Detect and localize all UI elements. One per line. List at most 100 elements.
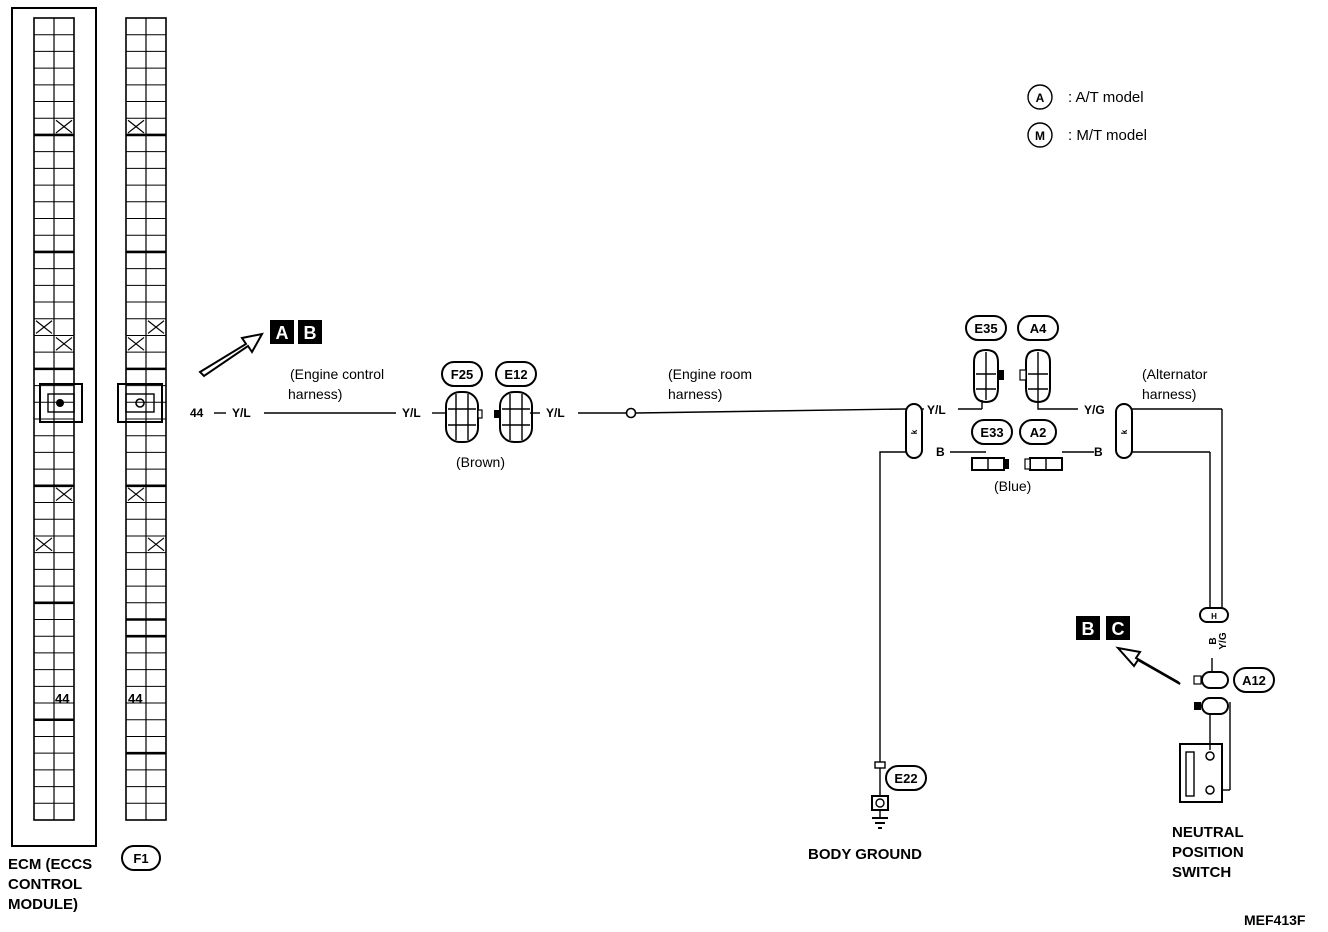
wire-b-ground — [879, 451, 906, 762]
neutral-switch-label-1: NEUTRAL — [1172, 824, 1244, 841]
wire-splice-point — [625, 407, 637, 419]
ecm-unused-pin-mark — [35, 320, 53, 334]
a12-plug-bottom — [1201, 697, 1229, 715]
ecm-unused-pin-mark — [35, 537, 53, 552]
a4-label: A4 — [1030, 321, 1047, 336]
f1-pin-44-label: 44 — [128, 691, 143, 706]
connector-e33-a2: E33 A2 (Blue) — [971, 419, 1094, 494]
body-ground-label: BODY GROUND — [808, 846, 922, 863]
ecm-pin-grid — [33, 17, 75, 821]
wire-yl-label-3: Y/L — [546, 406, 565, 420]
harness-alternator-line-2: harness) — [1142, 386, 1196, 402]
ecm-unused-pin-mark — [55, 336, 73, 351]
a2-tab — [1024, 458, 1031, 470]
switch-b-label: B — [1208, 637, 1219, 644]
ref-box-b — [298, 320, 322, 344]
legend: A : A/T model M : M/T model — [1027, 84, 1147, 148]
e33-badge — [971, 419, 1013, 445]
e35-badge — [965, 315, 1007, 341]
joint-right-yg-label: Y/G — [1084, 403, 1105, 417]
f1-label-badge — [121, 845, 161, 871]
a4-body — [1025, 348, 1051, 404]
legend-item-at: A : A/T model — [1027, 84, 1144, 110]
f1-label: F1 — [133, 851, 148, 866]
figure-code: MEF413F — [1244, 912, 1306, 928]
f1-connector: 44 F1 — [117, 17, 167, 871]
e22-badge — [885, 765, 927, 791]
brown-label: (Brown) — [456, 454, 505, 470]
ref-box-c — [1106, 616, 1130, 640]
ref-box-b2 — [1076, 616, 1100, 640]
wire-segment-5 — [635, 408, 907, 414]
blue-label: (Blue) — [994, 478, 1031, 494]
a12-plug-top-tab — [1193, 675, 1202, 685]
e12-label: E12 — [504, 367, 527, 382]
a2-badge — [1019, 419, 1057, 445]
ecm-coupler-dot — [56, 399, 64, 407]
joint-right: Y/G B k (Alternator harness) — [1084, 366, 1223, 608]
ground-terminal — [871, 795, 889, 811]
neutral-switch-slot — [1185, 751, 1195, 797]
legend-at-symbol-letter: A — [1036, 91, 1045, 105]
ref-arrow-bc-shape — [1115, 646, 1181, 685]
ecm-pin-44-label: 44 — [55, 691, 70, 706]
ecm-outer-frame — [11, 7, 97, 847]
harness-engine-room-line-2: harness) — [668, 386, 722, 402]
ref-arrow-ab: A B — [198, 320, 322, 378]
f1-unused-pin-mark — [127, 119, 145, 134]
e12-tab — [494, 410, 499, 418]
joint-right-mark: k — [1120, 429, 1129, 434]
e35-body — [973, 348, 999, 404]
neutral-switch-label-2: POSITION — [1172, 844, 1244, 861]
harness-alternator-line-1: (Alternator — [1142, 366, 1208, 382]
ref-box-b2-letter: B — [1082, 619, 1095, 639]
body-ground: E22 BODY GROUND — [808, 761, 927, 863]
ground-terminal-bolt — [875, 798, 885, 808]
a4-tab — [1019, 369, 1027, 381]
legend-item-mt: M : M/T model — [1027, 122, 1147, 148]
ecm-label-line-1: ECM (ECCS — [8, 856, 92, 873]
ref-box-b-letter: B — [304, 323, 317, 343]
f1-unused-pin-mark — [127, 487, 145, 502]
ecm-coupler-box — [39, 383, 83, 423]
neutral-switch-body — [1179, 743, 1223, 803]
legend-mt-text: : M/T model — [1068, 127, 1147, 144]
switch-joint-mark: H — [1211, 612, 1217, 621]
ref-box-a — [270, 320, 294, 344]
f1-pin-grid — [125, 17, 167, 821]
a12-badge — [1233, 667, 1275, 693]
ecm-coupler-inner — [47, 393, 75, 413]
e33-label: E33 — [980, 425, 1003, 440]
legend-mt-symbol-letter: M — [1035, 129, 1045, 143]
joint-left: k Y/L B — [879, 400, 986, 762]
legend-at-symbol — [1027, 84, 1053, 110]
f1-unused-pin-mark — [147, 320, 165, 334]
joint-right-body — [1115, 403, 1133, 459]
ref-box-a-letter: A — [276, 323, 289, 343]
connector-f25-e12: F25 E12 (Brown) — [441, 361, 537, 470]
f1-coupler-ring — [135, 398, 145, 408]
e22-marker — [874, 761, 886, 769]
ecm-unused-pin-mark — [55, 119, 73, 134]
ref-arrow-ab-shape — [198, 332, 264, 378]
joint-left-b-label: B — [936, 445, 945, 459]
f25-body — [445, 391, 479, 443]
wire-a4-out — [1037, 400, 1078, 410]
f25-badge — [441, 361, 483, 387]
ref-arrow-bc: B C — [1076, 616, 1181, 685]
neutral-switch-label-3: SWITCH — [1172, 864, 1231, 881]
e22-label: E22 — [894, 771, 917, 786]
ecm-connector: 44 ECM (ECCS CONTROL MODULE) — [8, 7, 97, 913]
neutral-switch-assembly: H B Y/G A12 NEUTRAL POSITION SWITCH — [1172, 607, 1275, 881]
wire-pin-44-label: 44 — [190, 406, 204, 420]
f1-unused-pin-mark — [147, 537, 165, 552]
harness-engine-room-line-1: (Engine room — [668, 366, 752, 382]
ecm-unused-pin-mark — [55, 487, 73, 502]
joint-left-mark: k — [910, 429, 919, 434]
joint-left-body — [905, 403, 923, 459]
f25-tab — [477, 409, 483, 419]
f25-label: F25 — [451, 367, 473, 382]
f1-coupler-inner — [125, 393, 155, 413]
